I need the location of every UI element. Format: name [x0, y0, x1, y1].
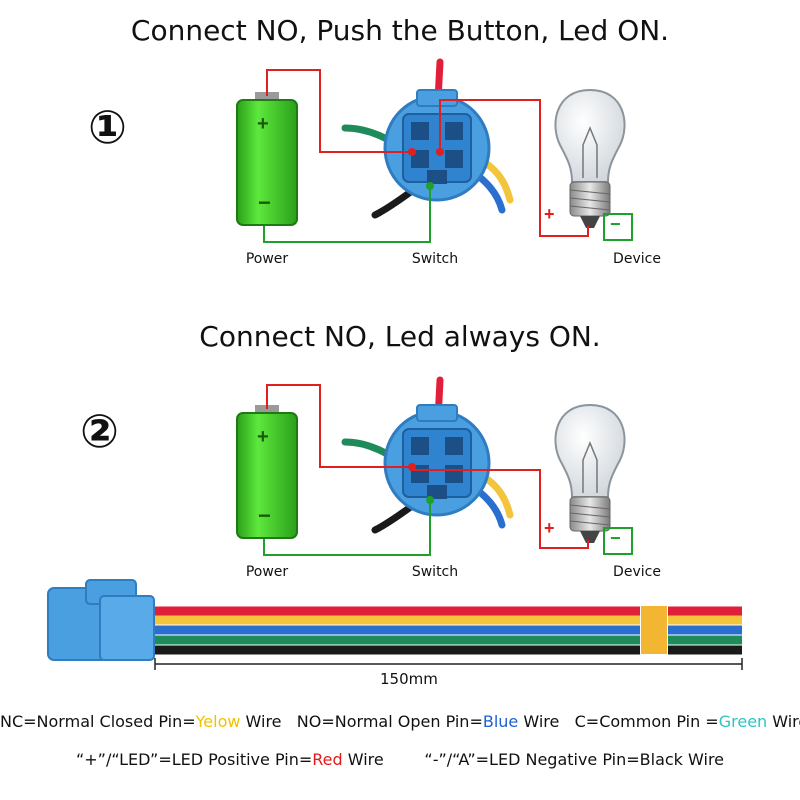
diagram2-number: ② [80, 404, 119, 458]
diagram1-circuit-device-positive [439, 99, 589, 237]
diagram2-battery-plus: + [257, 426, 269, 448]
diagram2-switch-label: Switch [411, 564, 459, 580]
legend-no-suffix: Wire [518, 712, 560, 731]
legend-nc-suffix: Wire [240, 712, 282, 731]
diagram2-device-negative-terminal [603, 527, 633, 555]
diagram2-circuit-positive [266, 384, 412, 468]
diagram1-device-negative-terminal [603, 213, 633, 241]
diagram1-switch-label: Switch [411, 251, 459, 267]
legend-pos-suffix: Wire [342, 750, 384, 769]
legend-no-prefix: NO=Normal Open Pin= [296, 712, 483, 731]
legend-neg-text: “-”/“A”=LED Negative Pin=Black Wire [424, 750, 725, 769]
diagram1-graphic [236, 58, 633, 243]
diagram2-device-plus: + [544, 518, 555, 538]
diagram1-circuit-positive [266, 69, 412, 153]
diagram1-bulb [554, 89, 626, 229]
cable-stripped-copper [641, 606, 667, 654]
legend-nc-prefix: NC=Normal Closed Pin= [0, 712, 196, 731]
legend-c-prefix: C=Common Pin = [574, 712, 719, 731]
diagram2-device-minus: − [610, 528, 621, 548]
diagram1-device-minus: − [610, 214, 621, 234]
legend-line-1: NC=Normal Closed Pin=Yelow Wire NO=Norma… [0, 712, 800, 731]
legend-pos-color: Red [312, 750, 343, 769]
diagram2-graphic [236, 376, 633, 556]
diagram1-power-label: Power [245, 251, 289, 267]
cable-length-label: 150mm [380, 670, 438, 688]
diagram1-switch-connector [383, 88, 491, 202]
diagram2-power-label: Power [245, 564, 289, 580]
diagram2-battery-minus: − [258, 503, 271, 528]
diagram1-device-plus: + [544, 204, 555, 224]
diagram2-title: Connect NO, Led always ON. [199, 320, 601, 353]
diagram1-title: Connect NO, Push the Button, Led ON. [130, 14, 670, 47]
diagram1-device-label: Device [613, 251, 661, 267]
diagram2-switch-connector [383, 403, 491, 517]
diagram2-circuit-negative [263, 500, 431, 556]
legend-line-2: “+”/“LED”=LED Positive Pin=Red Wire “-”/… [0, 750, 800, 769]
cable-graphic [47, 579, 743, 670]
diagram1-number: ① [88, 100, 127, 154]
diagram1-battery-plus: + [257, 113, 269, 135]
legend-c-color: Green [718, 712, 768, 731]
diagram2-device-label: Device [613, 564, 661, 580]
diagram2-bulb [554, 404, 626, 544]
legend-pos-prefix: “+”/“LED”=LED Positive Pin= [75, 750, 313, 769]
diagram1-circuit-negative [263, 186, 431, 243]
legend-no-color: Blue [482, 712, 519, 731]
legend-nc-color: Yelow [195, 712, 241, 731]
diagram1-battery-minus: − [258, 190, 271, 215]
legend-c-suffix: Wire [772, 712, 800, 731]
